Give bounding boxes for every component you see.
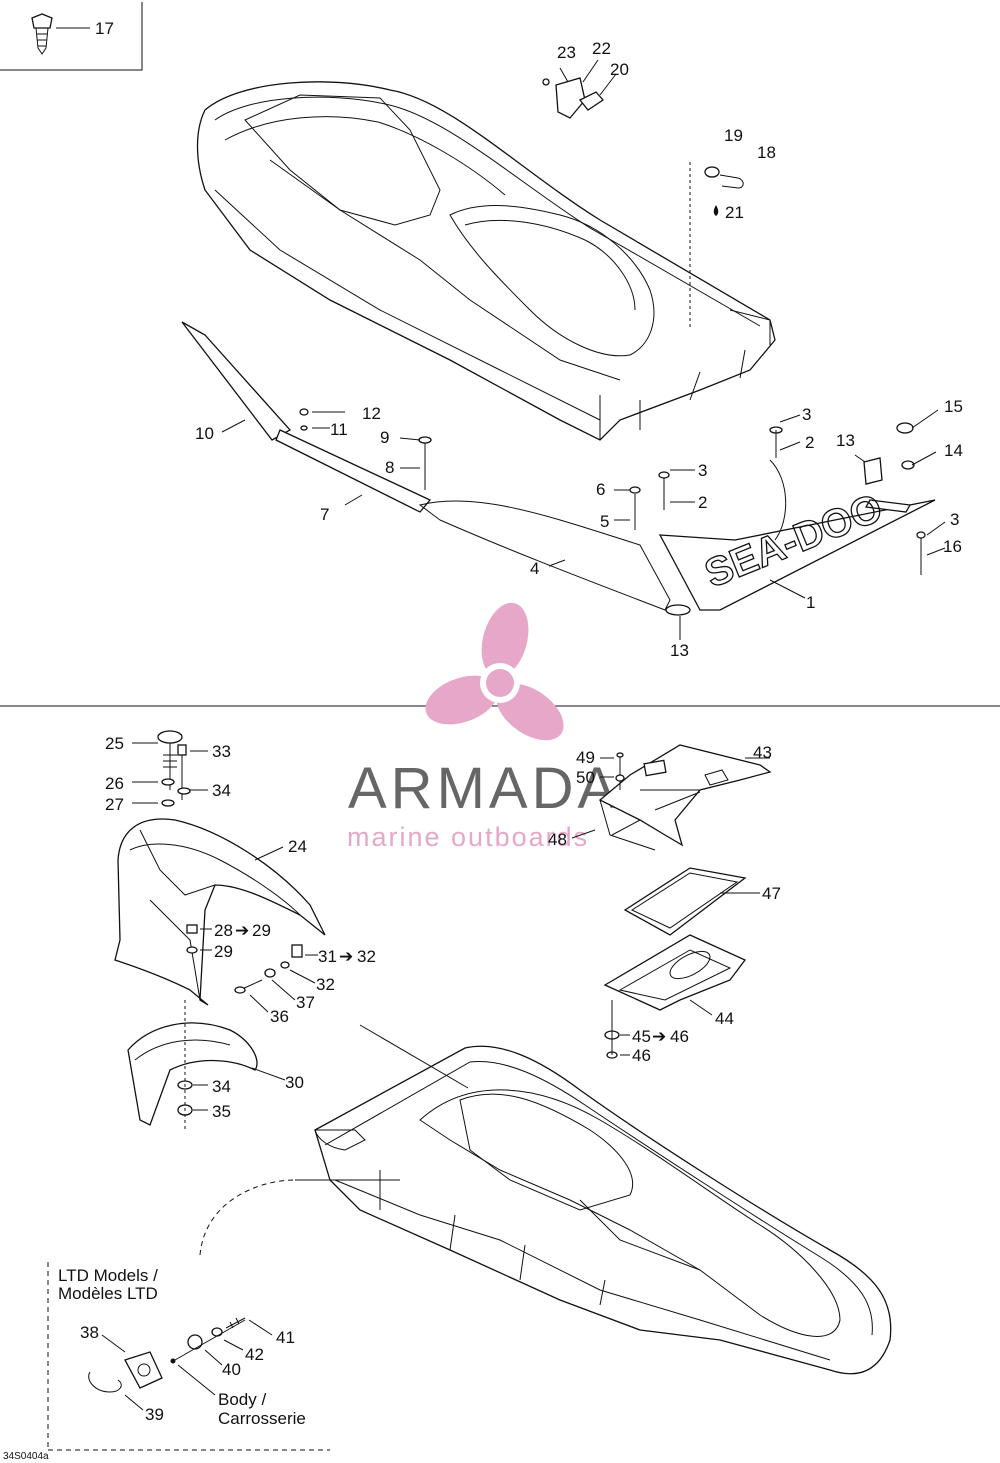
label-18: 18 xyxy=(757,143,776,162)
label-25: 25 xyxy=(105,734,124,753)
label-47: 47 xyxy=(762,884,781,903)
label-42: 42 xyxy=(245,1345,264,1364)
deck-assembly xyxy=(196,81,776,441)
label-19: 19 xyxy=(724,126,743,145)
label-13a: 13 xyxy=(836,431,855,450)
label-45-arrow: ➔ xyxy=(652,1027,666,1046)
label-37: 37 xyxy=(296,993,315,1012)
label-50: 50 xyxy=(576,768,595,787)
label-41: 41 xyxy=(276,1328,295,1347)
label-10: 10 xyxy=(195,424,214,443)
label-48: 48 xyxy=(548,830,567,849)
label-40: 40 xyxy=(222,1360,241,1379)
watermark-name: ARMADA xyxy=(348,756,620,821)
label-27: 27 xyxy=(105,795,124,814)
label-33: 33 xyxy=(212,742,231,761)
label-1: 1 xyxy=(806,593,815,612)
label-26: 26 xyxy=(105,774,124,793)
body-note-line2: Carrosserie xyxy=(218,1409,306,1428)
notes: LTD Models / Modèles LTD Body / Carrosse… xyxy=(3,1266,306,1462)
ltd-parts xyxy=(88,1317,273,1411)
label-31-arrow: ➔ xyxy=(339,947,353,966)
ltd-note-line1: LTD Models / xyxy=(58,1266,158,1285)
label-32: 32 xyxy=(316,975,335,994)
label-6: 6 xyxy=(596,480,605,499)
label-3b: 3 xyxy=(698,461,707,480)
label-23: 23 xyxy=(557,43,576,62)
label-17: 17 xyxy=(95,19,114,38)
watermark: ARMADA marine outboards xyxy=(347,602,620,852)
hull-assembly xyxy=(199,1024,892,1375)
label-11: 11 xyxy=(330,420,348,439)
label-45: 45 xyxy=(632,1027,651,1046)
drawing-code: 34S0404a xyxy=(3,1451,49,1462)
label-46: 46 xyxy=(632,1046,651,1065)
label-4: 4 xyxy=(530,559,539,578)
label-43: 43 xyxy=(753,743,772,762)
label-31: 31 xyxy=(318,947,337,966)
label-5: 5 xyxy=(600,512,609,531)
label-20: 20 xyxy=(610,60,629,79)
label-29: 29 xyxy=(214,942,233,961)
ltd-note-line2: Modèles LTD xyxy=(58,1284,158,1303)
label-14: 14 xyxy=(944,441,963,460)
label-44: 44 xyxy=(715,1009,734,1028)
side-panel-parts xyxy=(181,321,946,640)
label-28-arrow: ➔ xyxy=(235,921,249,940)
label-21: 21 xyxy=(725,203,744,222)
label-24: 24 xyxy=(288,837,307,856)
label-32-target: 32 xyxy=(357,947,376,966)
label-9: 9 xyxy=(380,428,389,447)
label-16: 16 xyxy=(943,537,962,556)
label-34b: 34 xyxy=(212,1077,231,1096)
label-22: 22 xyxy=(592,39,611,58)
label-28: 28 xyxy=(214,921,233,940)
label-36: 36 xyxy=(270,1007,289,1026)
label-30: 30 xyxy=(285,1073,304,1092)
body-note-line1: Body / xyxy=(218,1390,266,1409)
label-38: 38 xyxy=(80,1323,99,1342)
hinge-parts xyxy=(542,59,617,119)
label-2b: 2 xyxy=(698,493,707,512)
front-cover-assembly xyxy=(114,730,326,1130)
label-3a: 3 xyxy=(802,405,811,424)
label-3c: 3 xyxy=(950,510,959,529)
label-13b: 13 xyxy=(670,641,689,660)
screw-icon xyxy=(31,13,90,55)
watermark-tagline: marine outboards xyxy=(347,822,589,852)
part-labels: 17 23 22 20 19 18 21 12 11 10 9 8 7 3 2 … xyxy=(80,19,963,1424)
label-46-target: 46 xyxy=(670,1027,689,1046)
propeller-icon xyxy=(425,602,564,741)
label-35: 35 xyxy=(212,1102,231,1121)
label-15: 15 xyxy=(944,397,963,416)
label-8: 8 xyxy=(385,458,394,477)
label-39: 39 xyxy=(145,1405,164,1424)
label-34a: 34 xyxy=(212,781,231,800)
label-29-target: 29 xyxy=(252,921,271,940)
drop-icon xyxy=(713,205,719,216)
label-12: 12 xyxy=(362,404,381,423)
label-49: 49 xyxy=(576,748,595,767)
label-2a: 2 xyxy=(805,433,814,452)
label-7: 7 xyxy=(320,505,329,524)
storage-assembly xyxy=(571,744,772,1059)
clip-parts xyxy=(689,162,744,330)
